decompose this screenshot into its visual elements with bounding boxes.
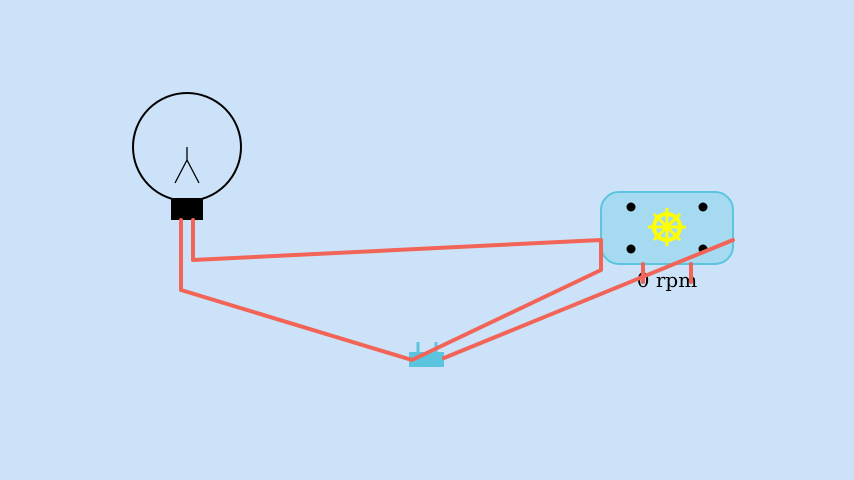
- bulb-base: [171, 198, 203, 220]
- wire-switch-to-motor[interactable]: [442, 238, 735, 360]
- motor-speed-label: 0 rpm: [637, 268, 697, 292]
- motor-screw: [626, 244, 636, 254]
- motor-screw: [626, 202, 636, 212]
- motor-icon[interactable]: 0 rpm: [600, 191, 734, 292]
- wire-bulb-to-motor[interactable]: [191, 218, 603, 262]
- motor-screw: [698, 202, 708, 212]
- wire-bulb-to-switch[interactable]: [179, 218, 414, 362]
- bulb-filament: [174, 147, 200, 184]
- fan-icon: [648, 208, 686, 246]
- wire-switch-to-motor[interactable]: [410, 238, 603, 362]
- light-bulb-icon[interactable]: [132, 92, 242, 220]
